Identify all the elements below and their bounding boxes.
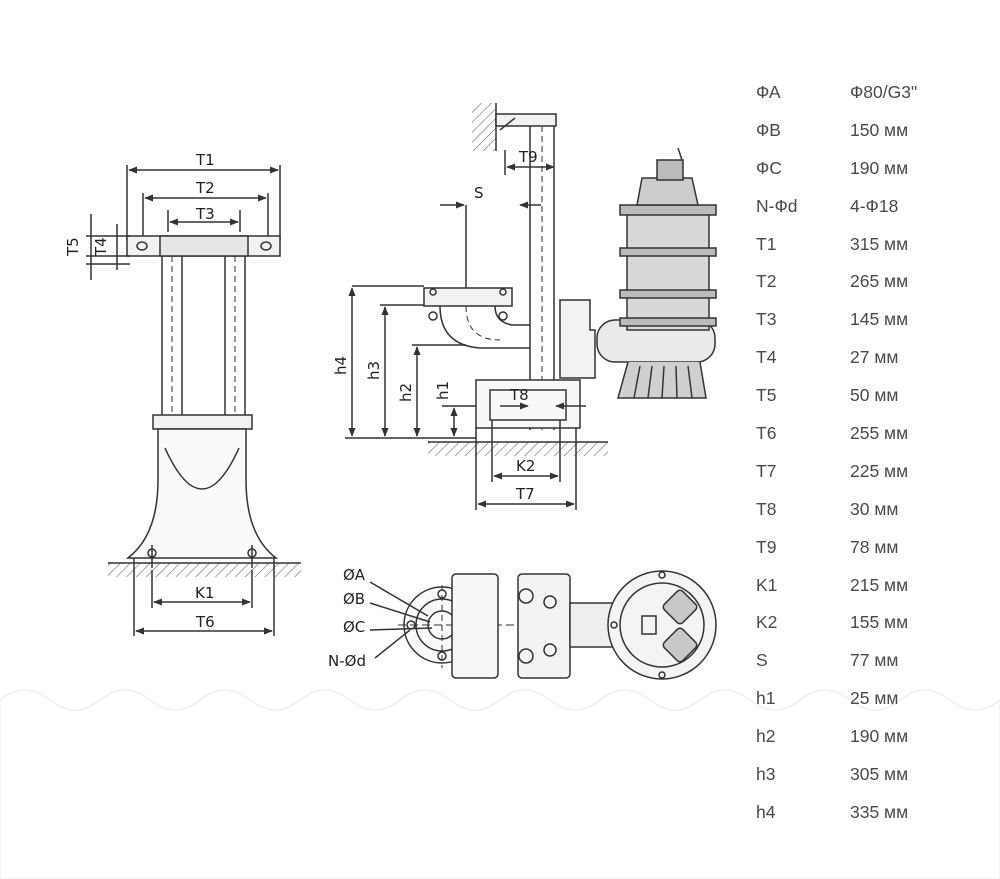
label-t7: T7 [515, 485, 535, 503]
spec-key: ФВ [756, 119, 781, 140]
label-t3: T3 [195, 205, 215, 223]
spec-row: T4 27 мм [756, 343, 986, 381]
label-t2: T2 [195, 179, 215, 197]
front-view [86, 165, 301, 636]
spec-value: 27 мм [850, 347, 899, 368]
spec-row: h3 305 мм [756, 760, 986, 798]
label-t9: T9 [518, 148, 538, 166]
label-nod: N-Ød [328, 652, 366, 670]
label-h4: h4 [332, 356, 350, 375]
label-h2: h2 [397, 383, 415, 402]
side-view-labels: T9 S T8 K2 T7 h4 h3 h2 h1 [332, 148, 538, 503]
spec-row: h1 25 мм [756, 684, 986, 722]
label-oc: ØC [343, 618, 365, 636]
spec-key: T3 [756, 309, 777, 330]
spec-key: h1 [756, 688, 776, 709]
spec-key: T6 [756, 423, 777, 444]
spec-value: 335 мм [850, 801, 909, 822]
spec-value: 225 мм [850, 460, 909, 481]
wavy-edge [0, 689, 1000, 879]
spec-row: T5 50 мм [756, 381, 986, 419]
spec-row: ФВ 150 мм [756, 116, 986, 154]
label-t5: T5 [64, 237, 82, 257]
spec-key: ФА [756, 82, 781, 102]
spec-key: T5 [756, 385, 777, 406]
label-ob: ØB [343, 590, 365, 608]
spec-row: T8 30 мм [756, 495, 986, 533]
label-h3: h3 [365, 361, 383, 380]
spec-key: K2 [756, 612, 778, 633]
side-view [345, 103, 717, 510]
spec-value: 305 мм [850, 764, 909, 785]
spec-row: T2 265 мм [756, 267, 986, 305]
spec-row: K1 215 мм [756, 571, 986, 609]
plan-view [369, 570, 717, 680]
spec-value: 255 мм [850, 423, 909, 444]
plan-view-labels: ØA ØB ØC N-Ød [328, 566, 366, 670]
spec-value: 77 мм [850, 650, 899, 671]
spec-value: 50 мм [850, 385, 899, 406]
spec-value: 155 мм [850, 612, 909, 633]
spec-key: S [756, 650, 768, 671]
spec-row: ФС 190 мм [756, 154, 986, 192]
spec-row: T7 225 мм [756, 457, 986, 495]
spec-row: h2 190 мм [756, 722, 986, 760]
spec-key: N-Фd [756, 195, 798, 216]
spec-value: 315 мм [850, 233, 909, 254]
spec-key: T8 [756, 498, 777, 519]
front-view-labels: T1 T2 T3 K1 T6 T5 T4 [64, 151, 215, 631]
spec-value: 265 мм [850, 271, 909, 292]
spec-row: T3 145 мм [756, 305, 986, 343]
label-k1: K1 [195, 584, 214, 602]
spec-value: 145 мм [850, 309, 909, 330]
label-s: S [474, 184, 484, 202]
spec-key: T1 [756, 233, 777, 254]
spec-key: h3 [756, 764, 776, 785]
spec-row: N-Фd 4-Ф18 [756, 192, 986, 230]
spec-row: S 77 мм [756, 646, 986, 684]
spec-value: 78 мм [850, 536, 899, 557]
spec-value: Ф80/G3" [850, 82, 918, 102]
spec-row: T1 315 мм [756, 230, 986, 268]
label-k2: K2 [516, 457, 535, 475]
spec-value: 25 мм [850, 688, 899, 709]
spec-row: T9 78 мм [756, 533, 986, 571]
spec-key: ФС [756, 157, 782, 178]
label-t1: T1 [195, 151, 215, 169]
spec-key: h2 [756, 726, 776, 747]
spec-row: ФА Ф80/G3" [756, 78, 986, 116]
spec-key: K1 [756, 574, 778, 595]
spec-value: 4-Ф18 [850, 195, 899, 216]
label-h1: h1 [434, 381, 452, 400]
spec-value: 190 мм [850, 726, 909, 747]
spec-value: 30 мм [850, 498, 899, 519]
label-t4: T4 [92, 237, 110, 257]
spec-row: K2 155 мм [756, 608, 986, 646]
spec-key: T7 [756, 460, 777, 481]
label-t8: T8 [509, 386, 529, 404]
spec-key: h4 [756, 801, 776, 822]
spec-key: T4 [756, 347, 777, 368]
spec-key: T9 [756, 536, 777, 557]
spec-value: 190 мм [850, 157, 909, 178]
label-t6: T6 [195, 613, 215, 631]
spec-row: T6 255 мм [756, 419, 986, 457]
spec-key: T2 [756, 271, 777, 292]
spec-value: 150 мм [850, 119, 909, 140]
spec-value: 215 мм [850, 574, 909, 595]
spec-row: h4 335 мм [756, 798, 986, 836]
label-oa: ØA [343, 566, 366, 584]
